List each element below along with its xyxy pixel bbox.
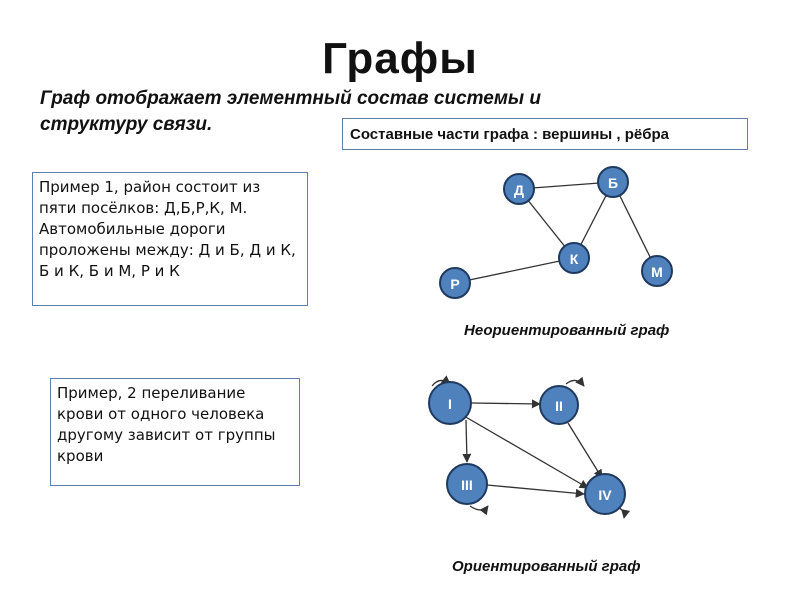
svg-text:I: I (448, 396, 452, 412)
loop-III (469, 505, 489, 516)
page-title: Графы (322, 34, 478, 83)
svg-text:К: К (570, 251, 579, 267)
example-2-box: Пример, 2 переливание крови от одного че… (50, 378, 300, 486)
node-I: I (428, 381, 472, 425)
example-2-text: Пример, 2 переливание крови от одного че… (57, 384, 276, 465)
node-M: М (641, 255, 673, 287)
node-III: III (446, 463, 488, 505)
components-text: Составные части графа : вершины , рёбра (350, 126, 670, 143)
edge-I-IV (463, 415, 589, 489)
svg-text:IV: IV (598, 487, 612, 503)
edge-I-II (471, 399, 541, 409)
edge-R-K (454, 257, 575, 284)
node-R: Р (439, 267, 471, 299)
node-II: II (539, 385, 579, 425)
svg-text:Р: Р (450, 276, 459, 292)
edge-I-III (462, 419, 472, 463)
undirected-graph: Д Б К Р М (439, 166, 673, 299)
undirected-caption: Неориентированный граф (464, 322, 670, 339)
example-1-box: Пример 1, район состоит из пяти посёлков… (32, 172, 308, 306)
directed-graph: I II III IV (428, 375, 631, 519)
example-1-text: Пример 1, район состоит из пяти посёлков… (39, 178, 296, 280)
directed-caption: Ориентированный граф (452, 558, 641, 575)
node-IV: IV (584, 473, 626, 515)
edge-B-M (612, 181, 658, 272)
svg-text:М: М (651, 264, 663, 280)
subtitle: Граф отображает элементный состав систем… (40, 88, 542, 135)
edge-II-IV (567, 422, 603, 479)
node-K: К (558, 242, 590, 274)
node-B: Б (597, 166, 629, 198)
loop-II (565, 376, 585, 387)
svg-text:Д: Д (514, 182, 524, 198)
svg-text:III: III (461, 477, 473, 493)
node-D: Д (503, 173, 535, 205)
svg-text:II: II (555, 398, 563, 414)
edge-III-IV (486, 484, 585, 498)
components-box (342, 118, 748, 150)
svg-text:Б: Б (608, 175, 618, 191)
